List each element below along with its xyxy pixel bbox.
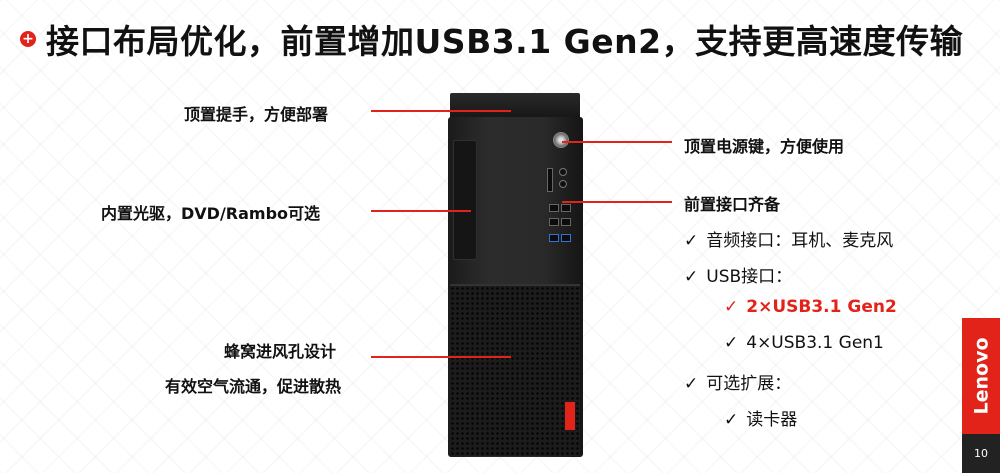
optical-drive-bay xyxy=(453,140,477,260)
check-icon: ✓ xyxy=(724,297,739,317)
honeycomb-vent-grille xyxy=(450,284,580,456)
label-vent-1: 蜂窝进风孔设计 xyxy=(224,342,337,361)
label-vent-2: 有效空气流通，促进散热 xyxy=(165,377,342,396)
page-title: 接口布局优化，前置增加USB3.1 Gen2，支持更高速度传输 xyxy=(46,22,964,61)
feature-text: 可选扩展： xyxy=(706,374,792,394)
feature-text: 4×USB3.1 Gen1 xyxy=(746,333,884,353)
usb-port-icon xyxy=(549,218,559,226)
feature-item-expansion: ✓ 可选扩展： xyxy=(684,369,791,394)
label-handle: 顶置提手，方便部署 xyxy=(184,105,329,124)
feature-text: USB接口： xyxy=(706,267,793,287)
lenovo-logo: Lenovo xyxy=(962,318,1000,434)
callout-line-power xyxy=(562,141,672,143)
feature-text: 读卡器 xyxy=(746,410,798,430)
brand-text: Lenovo xyxy=(970,337,993,415)
feature-text: 音频接口：耳机、麦克风 xyxy=(706,231,894,251)
label-power: 顶置电源键，方便使用 xyxy=(684,137,845,156)
feature-item-card-reader: ✓ 读卡器 xyxy=(724,405,797,430)
feature-text: 2×USB3.1 Gen2 xyxy=(746,297,897,317)
callout-line-optical xyxy=(371,210,471,212)
usb-port-icon xyxy=(561,234,571,242)
feature-item-usb-gen2: ✓ 2×USB3.1 Gen2 xyxy=(724,297,897,317)
label-optical: 内置光驱，DVD/Rambo可选 xyxy=(101,204,321,223)
feature-item-audio: ✓ 音频接口：耳机、麦克风 xyxy=(684,226,893,251)
usb-port-icon xyxy=(561,218,571,226)
tower-top-handle xyxy=(450,93,580,119)
callout-line-front-io xyxy=(562,201,672,203)
callout-line-handle xyxy=(371,110,511,112)
audio-jack-icon xyxy=(559,168,567,176)
usb-port-icon xyxy=(549,234,559,242)
check-icon: ✓ xyxy=(684,231,699,251)
power-button-icon xyxy=(553,132,569,148)
check-icon: ✓ xyxy=(684,374,699,394)
check-icon: ✓ xyxy=(724,333,739,353)
usb-port-icon xyxy=(561,204,571,212)
plus-circle-icon: + xyxy=(20,31,36,47)
callout-line-vent xyxy=(371,356,511,358)
front-io-panel xyxy=(545,168,573,264)
title-row: + 接口布局优化，前置增加USB3.1 Gen2，支持更高速度传输 xyxy=(20,14,963,64)
page-number: 10 xyxy=(962,434,1000,473)
tower-brand-logo xyxy=(565,402,575,430)
feature-item-usb: ✓ USB接口： xyxy=(684,262,792,287)
card-reader-slot-icon xyxy=(547,168,553,192)
check-icon: ✓ xyxy=(724,410,739,430)
check-icon: ✓ xyxy=(684,267,699,287)
audio-jack-icon xyxy=(559,180,567,188)
label-front-io: 前置接口齐备 xyxy=(684,195,781,214)
feature-item-usb-gen1: ✓ 4×USB3.1 Gen1 xyxy=(724,333,884,353)
usb-port-icon xyxy=(549,204,559,212)
